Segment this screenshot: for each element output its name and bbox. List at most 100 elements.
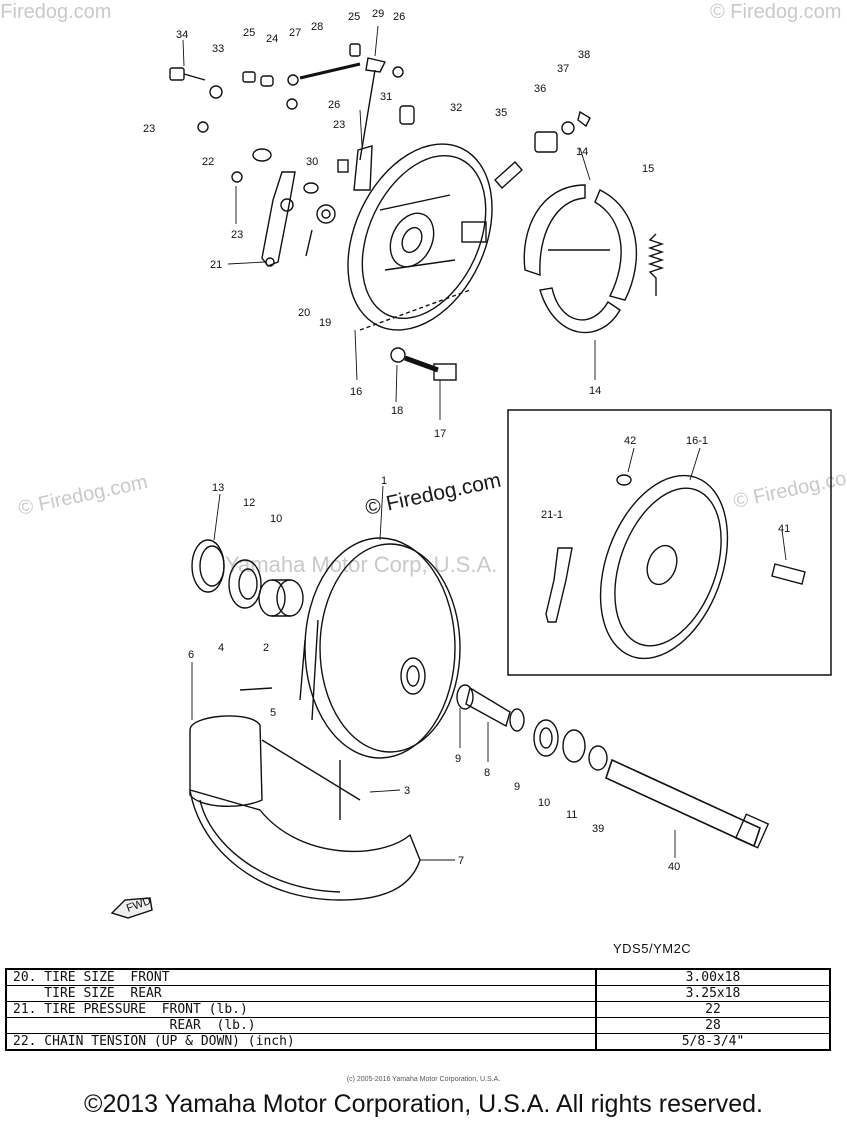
bolt-32 bbox=[399, 105, 415, 125]
part-label-10b: 10 bbox=[538, 797, 550, 809]
spec-row: REAR (lb.) 28 bbox=[6, 1017, 830, 1034]
part-label-18: 18 bbox=[391, 405, 403, 417]
inset-box bbox=[507, 409, 832, 676]
part-label-38: 38 bbox=[578, 49, 590, 61]
part-label-23a: 23 bbox=[333, 119, 345, 131]
inset-label-41: 41 bbox=[778, 523, 790, 535]
part-label-26a: 26 bbox=[393, 11, 405, 23]
model-code: YDS5/YM2C bbox=[613, 941, 692, 956]
part-label-11: 11 bbox=[566, 809, 577, 821]
part-label-17: 17 bbox=[434, 428, 446, 440]
part-label-21: 21 bbox=[210, 259, 222, 271]
spec-row: TIRE SIZE REAR 3.25x18 bbox=[6, 985, 830, 1002]
part-label-25a: 25 bbox=[243, 27, 255, 39]
watermark-top-right: © Firedog.com bbox=[710, 1, 841, 23]
inset-bolt-41 bbox=[771, 563, 806, 585]
spec-label: 22. CHAIN TENSION (UP & DOWN) (inch) bbox=[13, 1034, 295, 1049]
part-label-37: 37 bbox=[557, 63, 569, 75]
fwd-arrow bbox=[110, 897, 153, 919]
spec-value: 22 bbox=[595, 1001, 830, 1018]
inset-label-16-1: 16-1 bbox=[686, 435, 708, 447]
watermark-yamaha: Yamaha Motor Corp, U.S.A. bbox=[225, 552, 497, 577]
spec-label: TIRE SIZE REAR bbox=[6, 985, 596, 1002]
part-label-23b: 23 bbox=[143, 123, 155, 135]
brake-shoes-14 bbox=[523, 184, 637, 334]
washer-33 bbox=[209, 85, 223, 99]
brake-arm-21 bbox=[261, 171, 296, 267]
part-labels: 34 33 25 24 27 28 25 29 26 26 32 31 23 2… bbox=[125, 8, 790, 915]
spec-row: 20. TIRE SIZE FRONT 3.00x18 bbox=[6, 969, 830, 986]
part-label-19: 19 bbox=[319, 317, 331, 329]
part-label-31: 31 bbox=[380, 91, 392, 103]
inset-label-21-1: 21-1 bbox=[541, 509, 563, 521]
watermark-left: © Firedog.com bbox=[16, 471, 149, 520]
part-label-40: 40 bbox=[668, 861, 680, 873]
spec-value: 3.25x18 bbox=[595, 985, 830, 1002]
chain-case-6 bbox=[189, 715, 263, 808]
part-label-35: 35 bbox=[495, 107, 507, 119]
part-label-36: 36 bbox=[534, 83, 546, 95]
part-label-39: 39 bbox=[592, 823, 604, 835]
part-label-9b: 9 bbox=[514, 781, 520, 793]
part-label-8: 8 bbox=[484, 767, 490, 779]
exploded-parts-diagram: © Firedog.com © Firedog.com © Firedog.co… bbox=[0, 1, 847, 919]
brake-panel-16 bbox=[347, 143, 493, 331]
part-label-22: 22 bbox=[202, 156, 214, 168]
seal-11 bbox=[562, 729, 586, 763]
part-label-23c: 23 bbox=[231, 229, 243, 241]
part-label-24: 24 bbox=[266, 33, 278, 45]
small-notice: (c) 2005-2016 Yamaha Motor Corporation, … bbox=[346, 1076, 501, 1083]
part-label-7: 7 bbox=[458, 855, 464, 867]
watermark-right: © Firedog.com bbox=[731, 464, 847, 513]
part-drawings bbox=[110, 25, 832, 919]
part-label-5: 5 bbox=[270, 707, 276, 719]
spec-row: 22. CHAIN TENSION (UP & DOWN) (inch) 5/8… bbox=[6, 1033, 830, 1050]
part-label-32: 32 bbox=[450, 102, 462, 114]
inset-brake-panel-16-1 bbox=[599, 474, 729, 660]
part-label-4: 4 bbox=[218, 642, 224, 654]
part-label-14a: 14 bbox=[576, 146, 588, 158]
axle-40 bbox=[605, 758, 761, 848]
part-label-2: 2 bbox=[263, 642, 269, 654]
part-label-16: 16 bbox=[350, 386, 362, 398]
part-label-9a: 9 bbox=[455, 753, 461, 765]
part-label-15: 15 bbox=[642, 163, 654, 175]
spring-15 bbox=[647, 233, 665, 296]
part-label-12: 12 bbox=[243, 497, 255, 509]
part-label-1: 1 bbox=[381, 475, 387, 487]
spec-value: 5/8-3/4" bbox=[595, 1033, 830, 1050]
part-label-29: 29 bbox=[372, 8, 384, 20]
inset-label-42: 42 bbox=[624, 435, 636, 447]
spec-label: 20. TIRE SIZE FRONT bbox=[6, 969, 596, 986]
inset-arm-21-1 bbox=[545, 547, 573, 623]
collar-39 bbox=[588, 745, 608, 771]
spec-value: 3.00x18 bbox=[595, 969, 830, 986]
part-label-25b: 25 bbox=[348, 11, 360, 23]
watermark-top-left: © Firedog.com bbox=[0, 1, 111, 23]
chain-case-7 bbox=[189, 789, 421, 901]
spec-label: REAR (lb.) bbox=[6, 1017, 596, 1034]
seal-12 bbox=[228, 559, 262, 609]
wheel-hub-1 bbox=[299, 537, 461, 759]
spec-table: 20. TIRE SIZE FRONT 3.00x18 TIRE SIZE RE… bbox=[5, 968, 831, 1051]
part-label-20: 20 bbox=[298, 307, 310, 319]
spec-value: 28 bbox=[595, 1017, 830, 1034]
collar-8 bbox=[465, 686, 511, 728]
spec-label: 21. TIRE PRESSURE FRONT (lb.) bbox=[6, 1001, 596, 1018]
part-label-13: 13 bbox=[212, 482, 224, 494]
part-label-6: 6 bbox=[188, 649, 194, 661]
spacer-9a bbox=[456, 684, 474, 710]
spec-row: 21. TIRE PRESSURE FRONT (lb.) 22 bbox=[6, 1001, 830, 1018]
bearing-10b bbox=[533, 719, 559, 757]
part-label-14b: 14 bbox=[589, 385, 601, 397]
part-label-26b: 26 bbox=[328, 99, 340, 111]
part-label-30: 30 bbox=[306, 156, 318, 168]
part-label-10a: 10 bbox=[270, 513, 282, 525]
copyright-footer: ©2013 Yamaha Motor Corporation, U.S.A. A… bbox=[84, 1090, 763, 1118]
bolt-34 bbox=[169, 67, 185, 81]
part-label-27: 27 bbox=[289, 27, 301, 39]
part-label-28: 28 bbox=[311, 21, 323, 33]
part-label-33: 33 bbox=[212, 43, 224, 55]
part-label-34: 34 bbox=[176, 29, 188, 41]
part-label-3: 3 bbox=[404, 785, 410, 797]
